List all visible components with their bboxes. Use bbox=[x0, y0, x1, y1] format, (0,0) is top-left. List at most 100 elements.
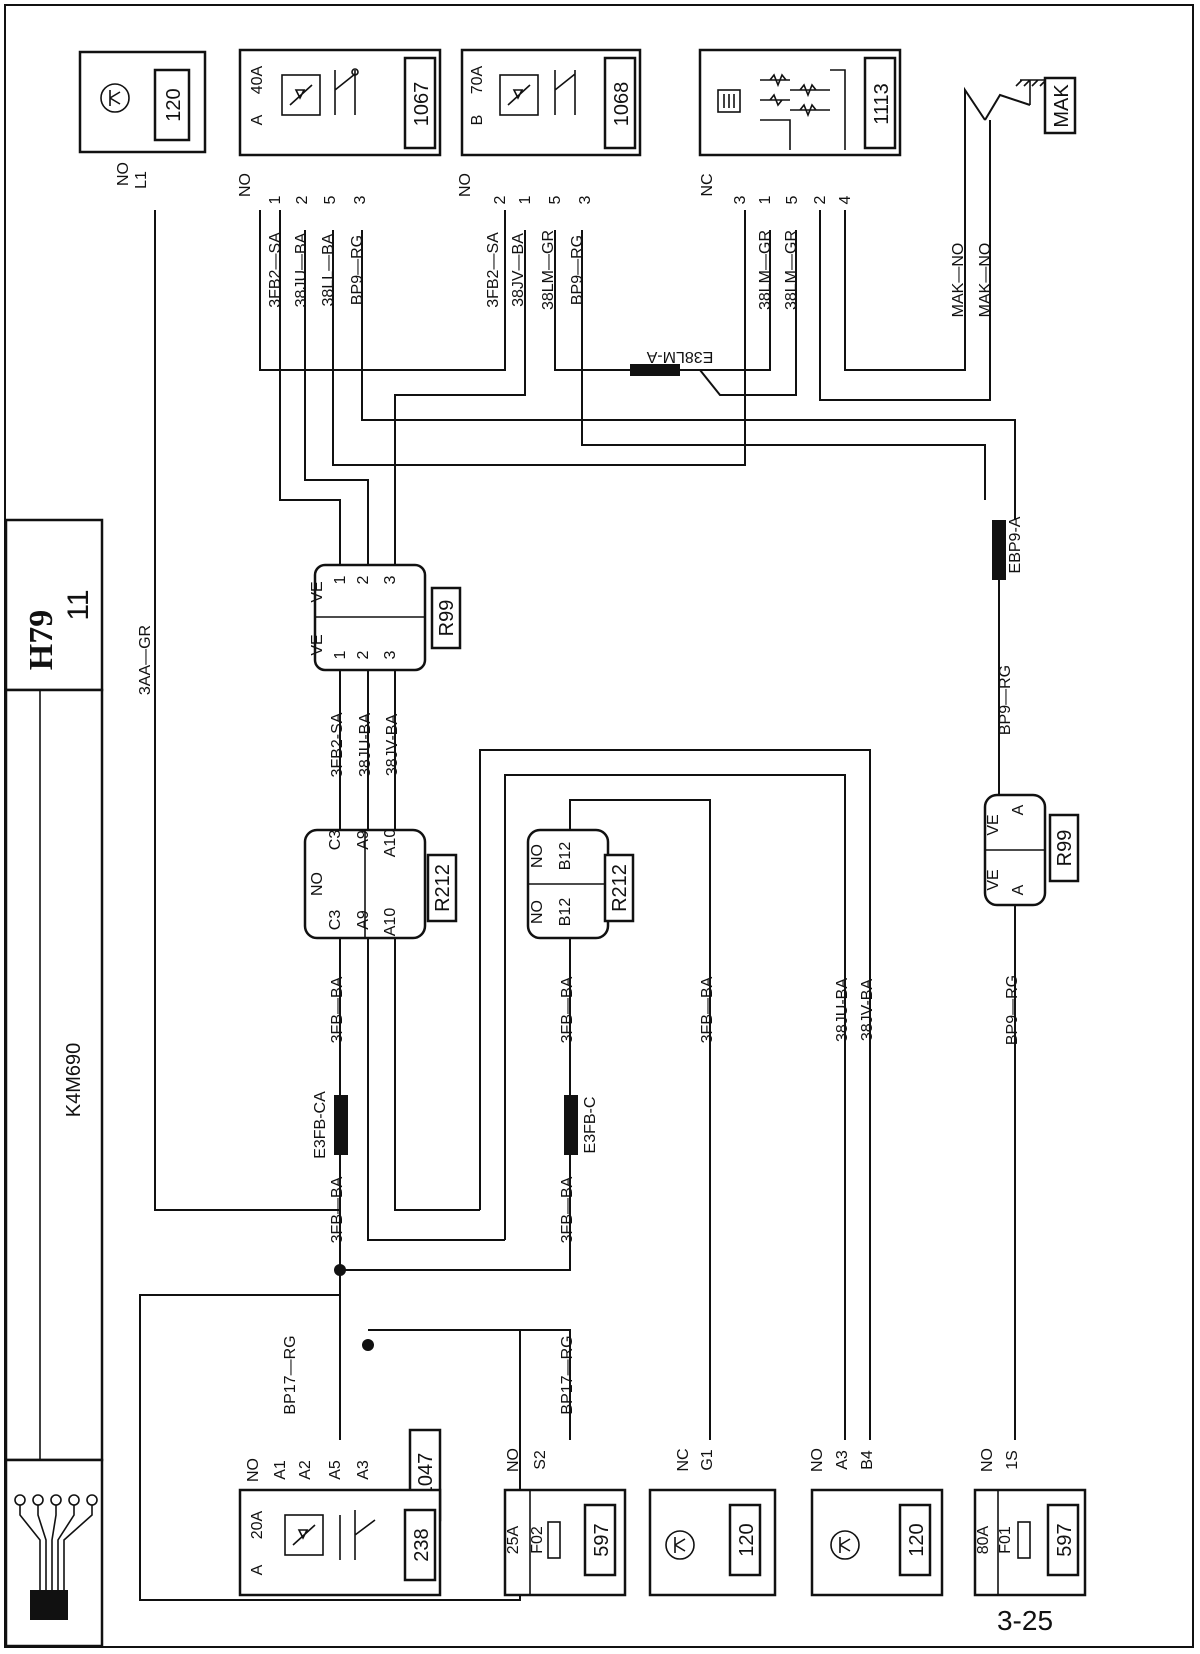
svg-text:A5: A5 bbox=[327, 1460, 344, 1480]
label-1067: 1067 bbox=[411, 82, 433, 127]
svg-text:S2: S2 bbox=[532, 1450, 549, 1470]
svg-text:VE: VE bbox=[309, 634, 326, 655]
svg-text:B12: B12 bbox=[557, 842, 574, 871]
f02-rating: 25A bbox=[505, 1525, 522, 1554]
svg-text:5: 5 bbox=[784, 195, 801, 204]
connector-r212-a: NO C3 A9 A10 C3 A9 A10 R212 bbox=[303, 829, 458, 940]
svg-text:38LM—GR: 38LM—GR bbox=[540, 230, 557, 310]
svg-text:5: 5 bbox=[547, 195, 564, 204]
svg-text:3FB—BA: 3FB—BA bbox=[699, 976, 716, 1043]
svg-text:B12: B12 bbox=[557, 898, 574, 927]
svg-text:A9: A9 bbox=[355, 830, 372, 850]
svg-text:2: 2 bbox=[355, 575, 372, 584]
svg-text:2: 2 bbox=[294, 195, 311, 204]
svg-text:3FB—BA: 3FB—BA bbox=[559, 1176, 576, 1243]
label-r212-a: R212 bbox=[432, 864, 454, 912]
f02-name: F02 bbox=[529, 1526, 546, 1554]
svg-text:BP9—RG: BP9—RG bbox=[997, 665, 1014, 735]
svg-text:2: 2 bbox=[355, 650, 372, 659]
r238-rating: 20A bbox=[249, 1510, 266, 1539]
svg-text:3FB—BA: 3FB—BA bbox=[559, 976, 576, 1043]
splice-e3fb-ca bbox=[334, 1095, 348, 1155]
connector-r99-bottom: VE VE A A R99 bbox=[983, 793, 1080, 907]
svg-text:3FB—BA: 3FB—BA bbox=[329, 1176, 346, 1243]
component-120-g1: NC G1 120 bbox=[648, 1448, 777, 1597]
splice-e3fb-c-label: E3FB-C bbox=[582, 1097, 599, 1154]
r1067-type: A bbox=[249, 114, 266, 125]
svg-text:1: 1 bbox=[757, 195, 774, 204]
splice-e38lm-a bbox=[630, 364, 680, 376]
svg-text:B4: B4 bbox=[859, 1450, 876, 1470]
splice-e38lm-a-label: E38LM-A bbox=[646, 348, 713, 365]
splice-ebp9-a-label: EBP9-A bbox=[1007, 516, 1024, 573]
svg-text:A10: A10 bbox=[382, 908, 399, 937]
svg-text:3FB2—SA: 3FB2—SA bbox=[485, 232, 502, 308]
label-r212-b: R212 bbox=[609, 864, 631, 912]
svg-text:38JU—BA: 38JU—BA bbox=[293, 232, 310, 307]
component-1113: 1113 NC 3 1 5 2 4 bbox=[698, 48, 902, 204]
svg-text:38LM—GR: 38LM—GR bbox=[757, 230, 774, 310]
pin-nc-1113: NC bbox=[699, 173, 716, 196]
relay-1047: NO A1 A2 A5 A3 1047 A 20A 238 bbox=[238, 1428, 442, 1597]
label-1113: 1113 bbox=[871, 83, 893, 125]
svg-text:38JV—BA: 38JV—BA bbox=[510, 233, 527, 307]
svg-text:38LL—BA: 38LL—BA bbox=[320, 233, 337, 306]
pin-l1-120-top: L1 bbox=[133, 171, 150, 189]
label-597-b: 597 bbox=[1054, 1523, 1076, 1556]
relay-1067: A 40A 1067 NO 1 2 5 3 bbox=[237, 48, 442, 204]
label-120-top: 120 bbox=[163, 88, 185, 121]
svg-text:C3: C3 bbox=[327, 830, 344, 851]
label-mak: MAK bbox=[1051, 84, 1073, 128]
svg-text:VE: VE bbox=[985, 814, 1002, 835]
engine-box bbox=[4, 688, 104, 1462]
sheet-sub-code: 11 bbox=[62, 589, 95, 620]
connector-r212-b: NO NO B12 B12 R212 bbox=[526, 828, 635, 940]
pin-no-120-top: NO bbox=[115, 162, 132, 186]
f01-rating: 80A bbox=[975, 1525, 992, 1554]
engine-code: K4M690 bbox=[63, 1043, 85, 1118]
fuse-f01: NO 1S 80A F01 597 bbox=[973, 1448, 1087, 1597]
svg-text:BP17—RG: BP17—RG bbox=[282, 1335, 299, 1414]
splice-e3fb-c bbox=[564, 1095, 578, 1155]
svg-text:A10: A10 bbox=[382, 829, 399, 858]
f01-name: F01 bbox=[997, 1526, 1014, 1554]
label-r99-top: R99 bbox=[436, 600, 458, 637]
svg-text:4: 4 bbox=[837, 195, 854, 204]
pin-no-1068: NO bbox=[457, 173, 474, 197]
relay-1068: B 70A 1068 NO 2 1 5 3 bbox=[457, 48, 642, 204]
svg-text:A3: A3 bbox=[355, 1460, 372, 1480]
sheet-code: H79 bbox=[23, 610, 60, 670]
svg-text:NO: NO bbox=[979, 1448, 996, 1472]
svg-text:NC: NC bbox=[675, 1448, 692, 1471]
splice-e3fb-ca-label: E3FB-CA bbox=[312, 1091, 329, 1159]
svg-text:3FB2—SA: 3FB2—SA bbox=[267, 232, 284, 308]
svg-text:VE: VE bbox=[985, 869, 1002, 890]
svg-text:G1: G1 bbox=[699, 1449, 716, 1470]
svg-text:3: 3 bbox=[732, 195, 749, 204]
fuse-icon bbox=[547, 1521, 561, 1559]
svg-text:NO: NO bbox=[309, 872, 326, 896]
svg-text:3AA—GR: 3AA—GR bbox=[137, 625, 154, 695]
ground-mak: MAK bbox=[964, 76, 1077, 280]
svg-text:MAK—NO: MAK—NO bbox=[950, 243, 967, 318]
coil-icon bbox=[499, 74, 539, 116]
r1067-rating: 40A bbox=[249, 65, 266, 94]
svg-text:BP9—RG: BP9—RG bbox=[569, 235, 586, 305]
coil-icon bbox=[281, 74, 321, 116]
label-r99-bottom: R99 bbox=[1054, 830, 1076, 867]
svg-text:1S: 1S bbox=[1004, 1450, 1021, 1470]
svg-text:A3: A3 bbox=[834, 1450, 851, 1470]
svg-text:38JU-BA: 38JU-BA bbox=[834, 978, 851, 1042]
svg-text:2: 2 bbox=[492, 195, 509, 204]
svg-text:3FB—BA: 3FB—BA bbox=[329, 976, 346, 1043]
transistor-icon bbox=[100, 83, 130, 113]
transistor-icon bbox=[665, 1530, 695, 1560]
svg-text:A2: A2 bbox=[297, 1460, 314, 1480]
svg-text:BP17—RG: BP17—RG bbox=[559, 1335, 576, 1414]
heater-icon bbox=[717, 89, 741, 113]
title-strip: H79 11 K4M690 bbox=[4, 518, 104, 1648]
lower-wiring: E3FB-CA 3FB—BA 3FB—BA E3FB-C 3FB—BA 3FB—… bbox=[139, 905, 1021, 1601]
svg-text:NO: NO bbox=[529, 900, 546, 924]
